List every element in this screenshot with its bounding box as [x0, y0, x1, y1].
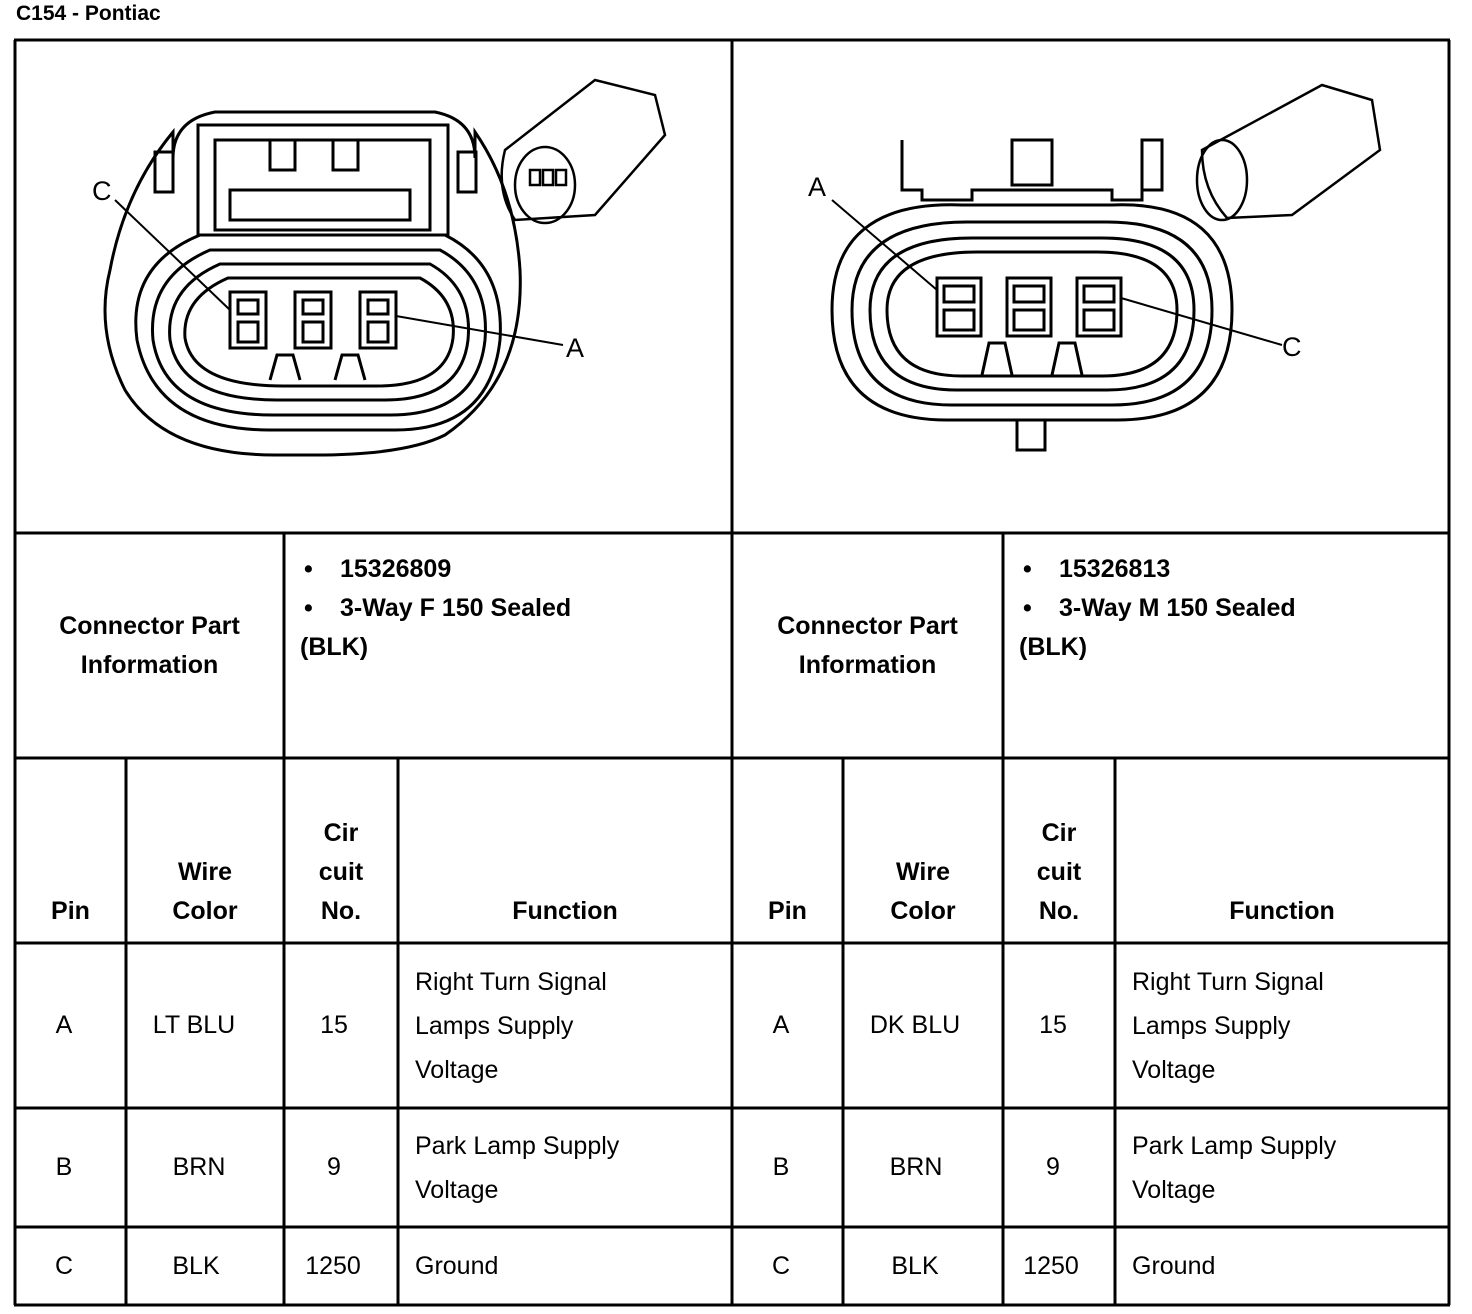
function-cell: Ground — [398, 1227, 732, 1305]
pin-cell: A — [55, 1011, 73, 1039]
function-text: Voltage — [1132, 1055, 1216, 1084]
connector-part-info-label: Connector Part Information — [732, 533, 1003, 758]
function-column-header: Function — [398, 758, 732, 943]
part-info-label-line1: Connector Part — [59, 611, 240, 640]
circuit-number-column-header: Cir cuit No. — [284, 758, 398, 943]
wire-color-cell: BRN — [889, 1153, 943, 1181]
circuit-number-cell: 9 — [327, 1153, 341, 1181]
header-text: Color — [890, 897, 956, 925]
part-description: 3-Way F 150 Sealed — [340, 594, 572, 622]
function-text: Voltage — [1132, 1175, 1216, 1204]
function-text: Lamps Supply — [415, 1011, 574, 1040]
part-info-label-line1: Connector Part — [777, 611, 958, 640]
pin-cell: C — [771, 1251, 791, 1280]
function-cell: Right Turn Signal Lamps Supply Voltage — [398, 943, 732, 1108]
circuit-number-cell: 1250 — [305, 1251, 361, 1280]
connector-part-details: •15326809 •3-Way F 150 Sealed (BLK) — [300, 550, 571, 667]
header-text: cuit — [1036, 858, 1082, 886]
function-text: Park Lamp Supply — [415, 1131, 620, 1160]
female-connector-face-diagram — [103, 78, 667, 457]
pin-c-callout-label: C — [92, 176, 112, 206]
pin-a-callout-label: A — [566, 333, 585, 363]
header-text: No. — [320, 897, 362, 925]
circuit-number-cell: 1250 — [1023, 1251, 1079, 1280]
part-description: 3-Way M 150 Sealed — [1059, 594, 1296, 622]
function-text: Lamps Supply — [1132, 1011, 1291, 1040]
header-text: No. — [1038, 897, 1080, 925]
circuit-number-column-header: Cir cuit No. — [1003, 758, 1115, 943]
pin-cell: B — [55, 1153, 73, 1181]
header-text: cuit — [318, 858, 364, 886]
wire-color-cell: BLK — [891, 1251, 939, 1280]
header-text: Function — [1229, 897, 1335, 925]
circuit-number-cell: 15 — [1039, 1011, 1067, 1039]
function-cell: Ground — [1115, 1227, 1449, 1305]
part-info-label-line2: Information — [80, 650, 219, 679]
part-info-label-line2: Information — [798, 650, 937, 679]
pin-c-callout-label: C — [1282, 332, 1302, 362]
function-text: Right Turn Signal — [1132, 967, 1324, 996]
part-description-item: •3-Way F 150 Sealed — [304, 594, 572, 622]
wire-color-cell: BLK — [172, 1251, 220, 1280]
function-text: Right Turn Signal — [415, 967, 607, 996]
part-number: 15326813 — [1059, 555, 1171, 583]
function-text: Voltage — [415, 1175, 499, 1204]
wire-color-cell: LT BLU — [152, 1011, 236, 1039]
pin-a-callout-label: A — [808, 172, 827, 202]
part-description-item: •3-Way M 150 Sealed — [1023, 594, 1296, 622]
wire-color-column-header: Wire Color — [843, 758, 1003, 943]
function-cell: Park Lamp Supply Voltage — [398, 1108, 732, 1227]
part-number-item: •15326809 — [304, 555, 452, 583]
page-title: C154 - Pontiac — [16, 2, 161, 25]
function-cell: Right Turn Signal Lamps Supply Voltage — [1115, 943, 1449, 1108]
header-text: Cir — [1041, 819, 1077, 847]
male-connector-face-diagram — [830, 83, 1382, 452]
function-text: Ground — [1132, 1252, 1216, 1280]
part-number-item: •15326813 — [1023, 555, 1171, 583]
header-text: Function — [512, 897, 618, 925]
part-color: (BLK) — [1019, 633, 1088, 661]
header-text: Pin — [51, 897, 90, 925]
circuit-number-cell: 15 — [320, 1011, 348, 1039]
connector-part-info-label: Connector Part Information — [15, 533, 284, 758]
header-text: Pin — [768, 897, 807, 925]
wire-color-column-header: Wire Color — [126, 758, 284, 943]
wire-color-cell: BRN — [172, 1153, 226, 1181]
header-text: Wire — [896, 858, 950, 886]
pin-column-header: Pin — [15, 758, 126, 943]
pin-cell: C — [54, 1251, 74, 1280]
header-text: Wire — [178, 858, 232, 886]
pin-cell: B — [772, 1153, 790, 1181]
function-text: Voltage — [415, 1055, 499, 1084]
connector-part-details: •15326813 •3-Way M 150 Sealed (BLK) — [1019, 550, 1296, 667]
wire-color-cell: DK BLU — [869, 1011, 961, 1039]
part-number: 15326809 — [340, 555, 452, 583]
function-cell: Park Lamp Supply Voltage — [1115, 1108, 1449, 1227]
circuit-number-cell: 9 — [1046, 1153, 1060, 1181]
function-column-header: Function — [1115, 758, 1449, 943]
header-text: Cir — [323, 819, 359, 847]
function-text: Park Lamp Supply — [1132, 1131, 1337, 1160]
pin-column-header: Pin — [732, 758, 843, 943]
pin-cell: A — [772, 1011, 790, 1039]
header-text: Color — [172, 897, 238, 925]
part-color: (BLK) — [300, 633, 369, 661]
function-text: Ground — [415, 1252, 499, 1280]
